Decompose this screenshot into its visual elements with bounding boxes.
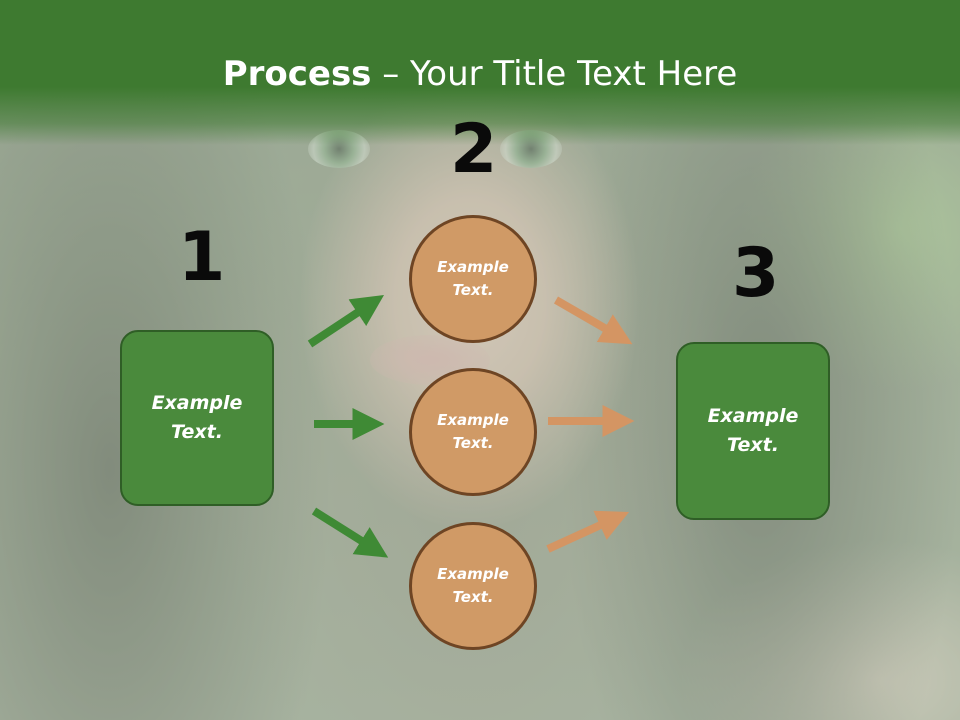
middle-circle: Example Text. bbox=[409, 368, 537, 496]
left-process-box: Example Text. bbox=[120, 330, 274, 506]
bottom-circle-label: Example Text. bbox=[437, 565, 509, 606]
left-box-label: Example Text. bbox=[151, 392, 243, 443]
top-circle-label: Example Text. bbox=[437, 258, 509, 299]
step-number-1: 1 bbox=[178, 218, 226, 297]
right-process-box: Example Text. bbox=[676, 342, 830, 520]
arrow-to-top-circle bbox=[307, 295, 385, 348]
slide-title: Process – Your Title Text Here bbox=[0, 52, 960, 96]
step-number-2: 2 bbox=[450, 110, 498, 189]
right-box-label: Example Text. bbox=[707, 405, 799, 456]
middle-circle-label: Example Text. bbox=[437, 411, 509, 452]
bottom-circle: Example Text. bbox=[409, 522, 537, 650]
top-circle: Example Text. bbox=[409, 215, 537, 343]
step-number-3: 3 bbox=[732, 234, 780, 313]
title-bar bbox=[0, 0, 960, 145]
arrow-to-bottom-circle bbox=[311, 507, 389, 558]
arrow-from-top-circle bbox=[553, 296, 633, 345]
arrow-from-bottom-circle bbox=[546, 510, 630, 553]
title-bold: Process bbox=[222, 54, 372, 94]
title-rest: – Your Title Text Here bbox=[371, 54, 738, 94]
